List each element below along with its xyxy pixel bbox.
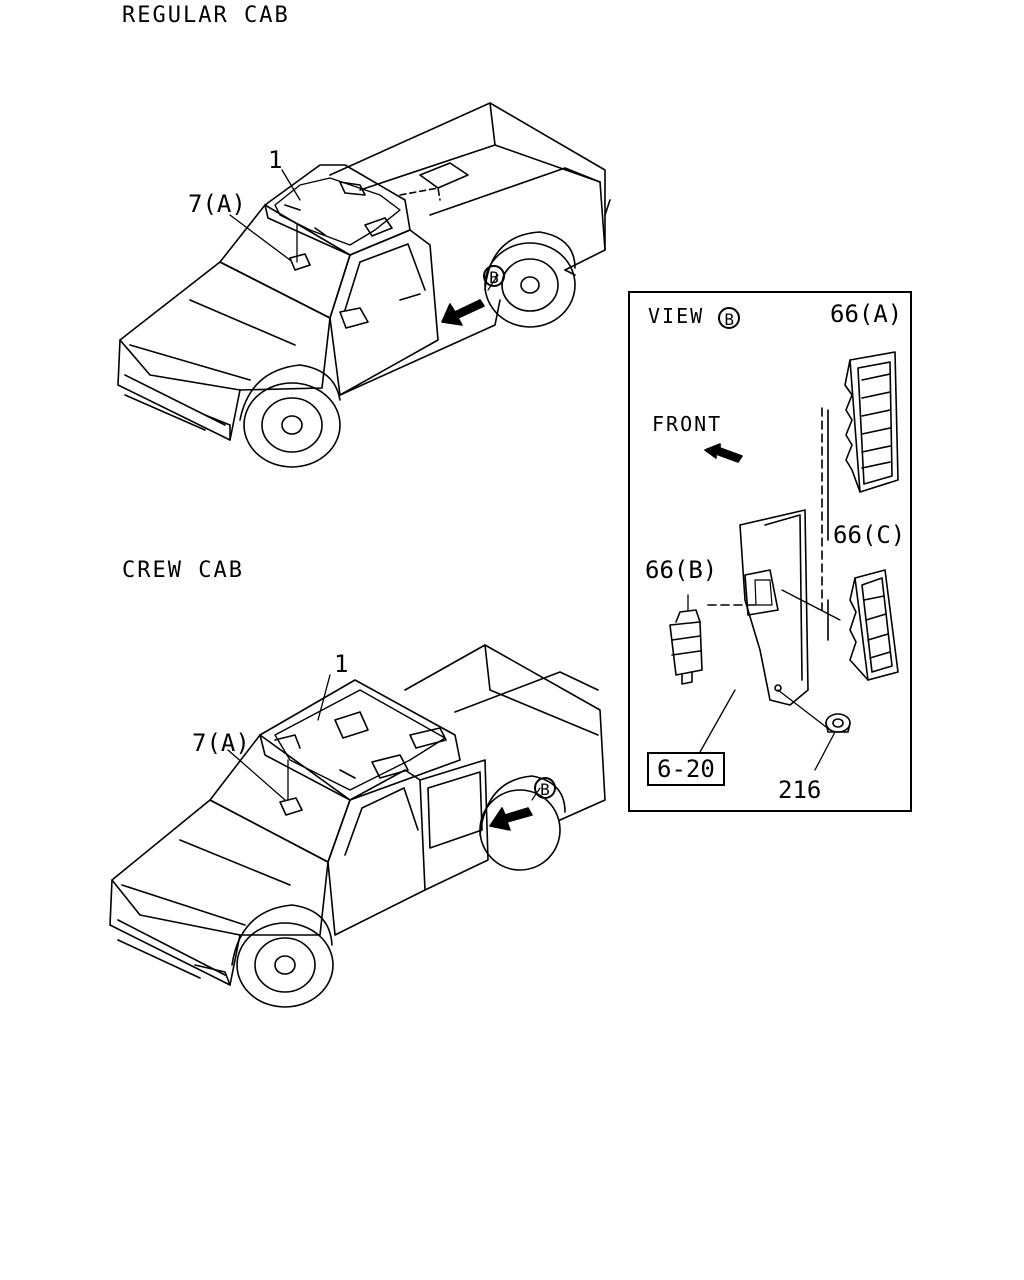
crew-part-1-label: 1 <box>334 650 349 678</box>
part-66c-label: 66(C) <box>833 521 906 549</box>
regular-part-7a-label: 7(A) <box>188 190 246 218</box>
view-b-title-text: VIEW <box>648 304 705 328</box>
view-b-circle-icon: B <box>534 777 556 799</box>
view-b-circle-icon: B <box>483 265 505 287</box>
part-66b-label: 66(B) <box>645 556 718 584</box>
view-b-panel <box>628 291 912 812</box>
part-216-label: 216 <box>778 776 822 804</box>
crew-part-7a-label: 7(A) <box>192 729 250 757</box>
crew-cab-truck <box>109 644 606 1008</box>
view-b-title: VIEW B <box>648 304 741 329</box>
regular-cab-heading: REGULAR CAB <box>122 3 290 28</box>
regular-part-1-label: 1 <box>268 146 283 174</box>
ref-6-20-box: 6-20 <box>647 752 725 786</box>
view-b-title-circle-icon: B <box>718 306 741 329</box>
part-66a-label: 66(A) <box>830 300 903 328</box>
regular-view-b-marker: B <box>483 263 505 287</box>
regular-cab-truck <box>117 102 611 468</box>
view-b-detail <box>669 351 899 771</box>
crew-cab-heading: CREW CAB <box>122 558 244 583</box>
crew-view-b-marker: B <box>534 775 556 799</box>
front-label: FRONT <box>652 412 723 436</box>
